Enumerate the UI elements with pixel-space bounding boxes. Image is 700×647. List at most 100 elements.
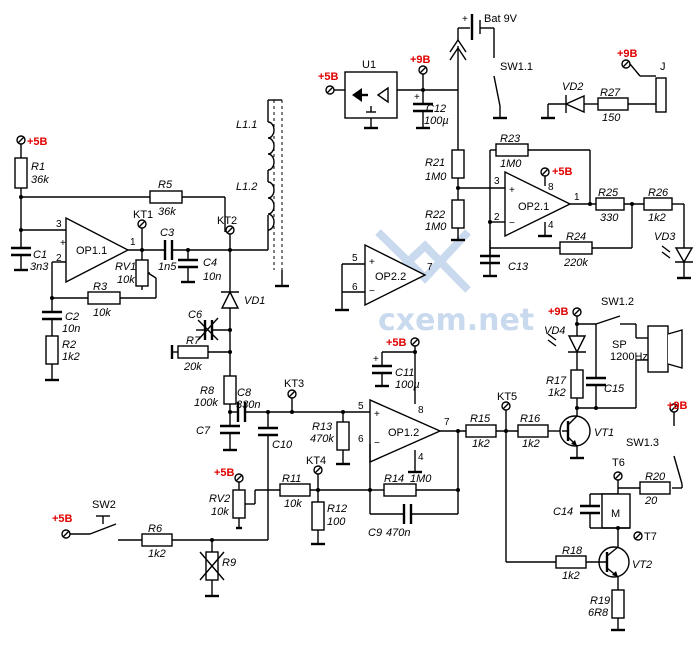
svg-text:1k2: 1k2: [548, 387, 566, 399]
potentiometer-rv1: [135, 259, 149, 287]
svg-text:7: 7: [444, 417, 450, 428]
svg-text:OP2.1: OP2.1: [518, 201, 549, 213]
jack-j: [655, 77, 667, 113]
speaker-sp: [647, 325, 669, 373]
svg-text:10k: 10k: [93, 307, 111, 319]
svg-text:4: 4: [548, 220, 554, 231]
svg-text:Bat 9V: Bat 9V: [484, 13, 518, 25]
svg-text:R1: R1: [31, 161, 45, 173]
svg-text:+5В: +5В: [52, 513, 73, 525]
svg-text:C4: C4: [203, 257, 217, 269]
svg-text:3: 3: [494, 176, 500, 187]
svg-text:OP2.2: OP2.2: [375, 271, 406, 283]
svg-text:SW1.1: SW1.1: [500, 61, 533, 73]
resistor-r1: [14, 157, 28, 189]
svg-text:330: 330: [600, 212, 619, 224]
svg-text:1k2: 1k2: [522, 438, 540, 450]
resistor-r26: [643, 197, 673, 211]
svg-text:1: 1: [574, 192, 580, 203]
svg-text:100µ: 100µ: [424, 115, 449, 127]
svg-text:−: −: [374, 438, 380, 449]
svg-text:R19: R19: [590, 595, 610, 607]
svg-text:10n: 10n: [203, 271, 221, 283]
svg-text:R2: R2: [62, 339, 76, 351]
svg-text:1M0: 1M0: [425, 171, 447, 183]
svg-text:6: 6: [352, 282, 358, 293]
svg-text:VD2: VD2: [562, 81, 583, 93]
led-vd3: [674, 247, 694, 264]
inductor-l11: [267, 121, 275, 171]
svg-text:R26: R26: [648, 187, 669, 199]
svg-text:470n: 470n: [386, 527, 410, 539]
svg-text:C1: C1: [33, 249, 47, 261]
svg-text:100k: 100k: [194, 397, 218, 409]
svg-text:2: 2: [56, 253, 62, 264]
svg-text:R9: R9: [222, 557, 236, 569]
svg-text:20: 20: [644, 495, 658, 507]
switch-sw12: [595, 315, 621, 325]
svg-text:1n5: 1n5: [158, 261, 177, 273]
svg-text:R5: R5: [158, 179, 173, 191]
svg-text:R20: R20: [645, 471, 666, 483]
watermark-text: cxem.net: [378, 303, 534, 338]
svg-text:+: +: [414, 92, 420, 103]
resistor-r16: [517, 424, 549, 438]
svg-text:10k: 10k: [284, 498, 302, 510]
svg-text:R11: R11: [282, 473, 301, 485]
resistor-r13: [336, 421, 350, 451]
resistor-r14: [383, 483, 417, 497]
svg-text:VD1: VD1: [244, 295, 265, 307]
resistor-r18: [555, 555, 587, 569]
opamp-op21: [504, 170, 572, 238]
svg-text:36k: 36k: [31, 174, 49, 186]
svg-text:1k2: 1k2: [148, 548, 166, 560]
svg-text:KT1: KT1: [133, 209, 153, 221]
svg-text:SP: SP: [612, 339, 627, 351]
svg-text:1M0: 1M0: [500, 158, 522, 170]
svg-text:R3: R3: [93, 281, 108, 293]
svg-text:100µ: 100µ: [395, 379, 420, 391]
resistor-r27: [597, 97, 629, 111]
jack-section: +9В J VD2 R27 150: [541, 48, 667, 124]
svg-text:−: −: [509, 218, 515, 229]
svg-text:SW1.2: SW1.2: [601, 296, 634, 308]
resistor-r15: [465, 424, 497, 438]
switch-sw13: [673, 455, 683, 485]
svg-text:RV1: RV1: [115, 261, 136, 273]
svg-text:1200Hz: 1200Hz: [610, 351, 648, 363]
svg-text:2: 2: [494, 212, 500, 223]
svg-text:C3: C3: [160, 227, 175, 239]
opamp-op11: [65, 216, 130, 284]
resistor-r17: [570, 369, 584, 399]
svg-text:C6: C6: [188, 309, 203, 321]
resistor-r7: [177, 345, 209, 359]
svg-text:R21: R21: [425, 157, 445, 169]
svg-text:VT1: VT1: [594, 427, 614, 439]
resistor-r23: [495, 143, 529, 157]
svg-text:R12: R12: [327, 503, 347, 515]
svg-text:+9В: +9В: [667, 400, 688, 412]
potentiometer-rv2: [232, 489, 246, 519]
svg-text:20k: 20k: [183, 361, 202, 373]
svg-text:220k: 220k: [563, 257, 588, 269]
svg-text:SW2: SW2: [92, 499, 116, 511]
svg-text:3: 3: [56, 219, 62, 230]
svg-text:C12: C12: [426, 103, 446, 115]
opamp-op22: [364, 243, 427, 307]
inductor-l12: [267, 181, 275, 231]
svg-text:C14: C14: [553, 506, 573, 518]
svg-text:R16: R16: [520, 413, 541, 425]
power-section: +5В U1 +9В + C12 100µ + Bat 9V: [318, 13, 694, 312]
svg-text:1k2: 1k2: [472, 438, 490, 450]
svg-text:R17: R17: [546, 375, 567, 387]
svg-text:J: J: [660, 61, 666, 73]
led-vd4: [567, 335, 587, 354]
resistor-r20: [639, 481, 671, 495]
resistor-r24: [559, 241, 593, 255]
svg-text:+9В: +9В: [617, 48, 638, 60]
svg-text:+5В: +5В: [318, 71, 339, 83]
svg-text:C9: C9: [368, 527, 382, 539]
buzzer-section: VT1 +9В VD4 R17 1k2 SW1.2 C15: [544, 296, 683, 460]
svg-text:7: 7: [427, 262, 433, 273]
